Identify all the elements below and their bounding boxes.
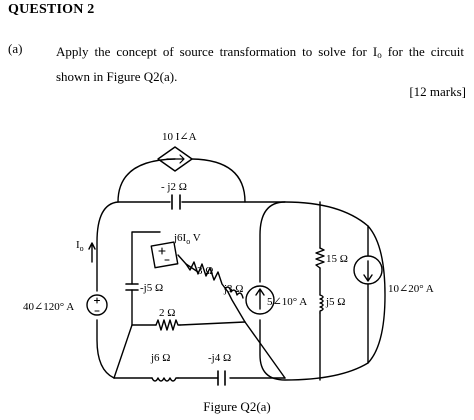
wire-inner-to-bottom [113,321,286,379]
io-arrow-icon [88,242,96,263]
resistor-15-icon [315,247,325,269]
wire-left-top [96,201,119,292]
question-heading: QUESTION 2 [8,2,95,17]
io-label: Io [76,239,84,253]
capacitor-j5-label: -j5 Ω [140,282,163,294]
wire-inner-bottom [131,321,246,326]
figure-caption: Figure Q2(a) [203,399,271,414]
wire-inner-j3 [227,291,246,323]
inner-source-polarity [158,247,170,261]
resistor-15-label: 15 Ω [326,253,348,265]
inductor-j6-icon [151,377,179,382]
capacitor-j4-label: -j4 Ω [208,352,231,364]
capacitor-j2-icon [171,194,181,210]
capacitor-j5-icon [125,283,139,291]
resistor-2-icon [155,319,181,331]
question-text-end: for the circuit shown in Figure Q2(a). [56,44,464,84]
left-source-polarity [93,297,101,312]
resistor-3-icon [185,261,229,293]
capacitor-j2-label: - j2 Ω [161,181,187,193]
question-text-subscript: o [377,50,382,60]
right-current-source-icon [353,255,383,285]
marks-label: [12 marks] [409,84,466,99]
right-source-arrow [363,260,373,282]
wire-inner-left [131,231,161,326]
inner-source-unit: V [190,232,201,244]
inductor-j3-icon [224,286,244,299]
question-text-start: Apply the concept of source transformati… [56,44,378,59]
inductor-j5-icon [319,294,324,314]
inner-source-main: j6I [173,232,187,244]
right-source-label: 10∠20° A [388,283,434,295]
middle-source-arrow [255,288,265,310]
top-dependent-source-label: 10 I∠A [162,131,197,143]
top-dependent-source-icon [157,146,193,172]
middle-current-source-icon [245,285,275,315]
wire-left-bottom [96,319,115,379]
capacitor-j4-icon [217,370,226,386]
inductor-j5-label: j5 Ω [325,296,345,308]
io-label-main: I [76,239,80,251]
resistor-2-label: 2 Ω [159,307,175,319]
wire-right-loop [259,201,386,381]
inductor-j6-label: j6 Ω [150,352,170,364]
io-label-sub: o [80,244,84,253]
left-current-source-icon [86,294,108,316]
resistor-3-label: 3 Ω [197,265,213,277]
inner-dependent-source-icon [150,241,179,269]
inductor-j3-label: j3 Ω [223,283,243,295]
inner-source-sub: o [186,237,190,246]
top-dependent-source-arrow [166,154,185,164]
question-text: Apply the concept of source transformati… [56,41,464,87]
left-source-label: 40∠120° A [23,301,74,313]
wire-top-arch [117,158,246,203]
inner-dependent-source-label: j6Io V [173,232,201,246]
middle-source-label: 5∠10° A [267,296,307,308]
part-label: (a) [8,41,23,56]
